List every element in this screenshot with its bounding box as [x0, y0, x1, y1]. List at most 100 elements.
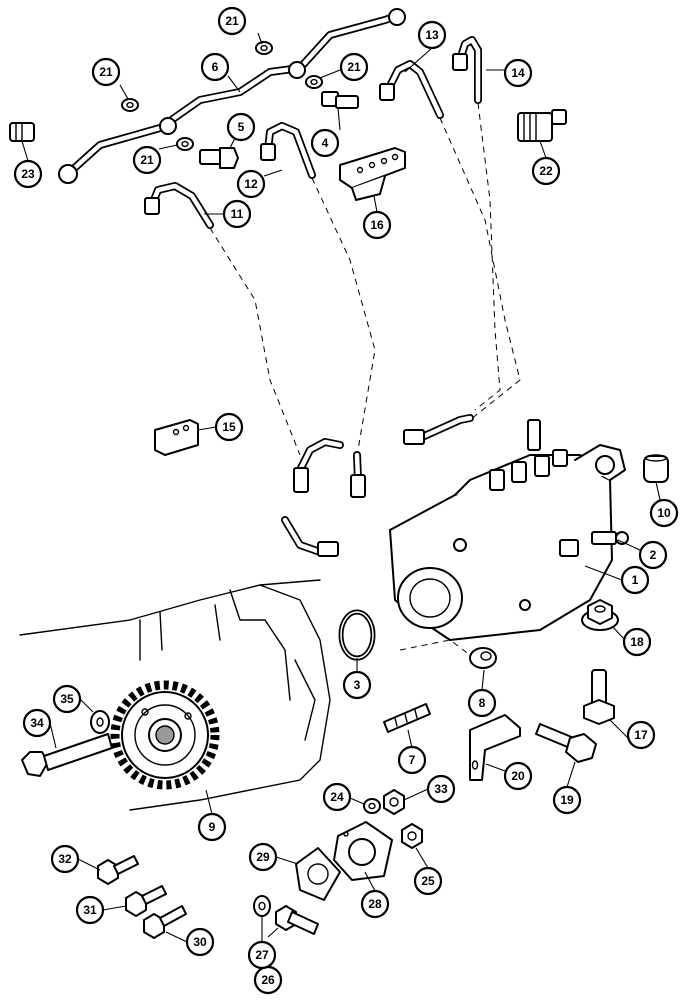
callout-35: 35 — [52, 684, 82, 714]
callout-21-right-label: 21 — [347, 60, 361, 74]
callout-12: 12 — [236, 169, 266, 199]
banjo-fitting-2 — [591, 531, 629, 545]
callout-25: 25 — [413, 866, 443, 896]
callout-4-label: 4 — [322, 136, 329, 150]
pipe-lower-ends — [281, 414, 474, 557]
callout-32-label: 32 — [58, 852, 72, 866]
washer-27 — [253, 895, 271, 917]
injector-pipe-6 — [58, 8, 406, 184]
callout-27-label: 27 — [255, 948, 269, 962]
callout-21-center-label: 21 — [140, 153, 154, 167]
callout-14-label: 14 — [511, 66, 525, 80]
callout-29-label: 29 — [256, 850, 270, 864]
callout-leaders — [21, 32, 661, 943]
callout-7-label: 7 — [409, 753, 416, 767]
plug-23 — [9, 122, 35, 142]
callout-33-label: 33 — [434, 782, 448, 796]
callout-8: 8 — [467, 688, 497, 718]
callout-11: 11 — [222, 199, 252, 229]
callout-17: 17 — [626, 720, 656, 750]
washer-24 — [363, 798, 381, 814]
callout-12-label: 12 — [244, 177, 258, 191]
callout-13-label: 13 — [425, 28, 439, 42]
washer-21-left — [121, 98, 139, 112]
callout-23: 23 — [13, 159, 43, 189]
injection-pump-1 — [389, 419, 626, 641]
callout-2-label: 2 — [650, 548, 657, 562]
callout-1: 1 — [620, 565, 650, 595]
callout-23-label: 23 — [21, 167, 35, 181]
timing-gear-9 — [110, 680, 220, 790]
bolt-31 — [125, 885, 167, 917]
callout-18: 18 — [622, 627, 652, 657]
nut-33 — [383, 789, 405, 815]
callout-20-label: 20 — [511, 769, 525, 783]
injector-pipe-14 — [452, 36, 501, 411]
engine-front-housing — [19, 579, 331, 811]
callout-4: 4 — [310, 128, 340, 158]
callout-5-label: 5 — [238, 120, 245, 134]
clamp-15 — [154, 419, 199, 456]
bolt-19 — [535, 723, 597, 763]
callout-8-label: 8 — [479, 696, 486, 710]
cover-plate-28 — [333, 821, 393, 881]
fitting-5 — [199, 147, 239, 169]
callout-6: 6 — [200, 52, 230, 82]
callout-18-label: 18 — [630, 635, 644, 649]
callout-28-label: 28 — [368, 897, 382, 911]
callout-34: 34 — [22, 708, 52, 738]
callout-9: 9 — [197, 812, 227, 842]
callout-10-label: 10 — [657, 506, 671, 520]
callout-17-label: 17 — [634, 728, 648, 742]
bolt-26 — [275, 905, 319, 935]
callout-3-label: 3 — [354, 678, 361, 692]
callout-19: 19 — [552, 785, 582, 815]
callout-21-right: 21 — [339, 52, 369, 82]
bolt-17 — [583, 669, 615, 725]
sensor-22 — [517, 109, 567, 142]
pump-alignment-line — [399, 639, 471, 656]
injector-pipe-11 — [144, 182, 301, 456]
callout-30: 30 — [185, 927, 215, 957]
callout-22-label: 22 — [539, 164, 553, 178]
callout-19-label: 19 — [560, 793, 574, 807]
clamp-16 — [339, 147, 406, 201]
callout-33: 33 — [426, 774, 456, 804]
callout-26-label: 26 — [261, 973, 275, 987]
callout-10: 10 — [649, 498, 679, 528]
flange-nut-18 — [581, 599, 619, 631]
callout-6-label: 6 — [212, 60, 219, 74]
callout-14: 14 — [503, 58, 533, 88]
stud-7 — [383, 703, 431, 733]
callout-24: 24 — [322, 782, 352, 812]
callout-7: 7 — [397, 745, 427, 775]
callout-1-label: 1 — [632, 573, 639, 587]
banjo-bolt-4 — [321, 91, 359, 109]
callout-32: 32 — [50, 844, 80, 874]
callout-11-label: 11 — [231, 207, 244, 221]
callout-22: 22 — [531, 156, 561, 186]
callout-2: 2 — [638, 540, 668, 570]
callout-5: 5 — [226, 112, 256, 142]
callout-26: 26 — [253, 965, 283, 995]
callout-21-center: 21 — [132, 145, 162, 175]
sleeve-10 — [643, 454, 669, 483]
callout-31: 31 — [75, 895, 105, 925]
washer-21-right — [305, 75, 323, 89]
bolt-34 — [21, 733, 113, 777]
callout-27: 27 — [247, 940, 277, 970]
callout-16: 16 — [362, 210, 392, 240]
callout-34-label: 34 — [30, 716, 44, 730]
nut-25 — [401, 823, 423, 849]
callout-31-label: 31 — [83, 903, 97, 917]
callout-21-left-label: 21 — [99, 65, 113, 79]
bolt-32 — [97, 855, 139, 885]
bolt-30 — [143, 905, 187, 939]
callout-35-label: 35 — [60, 692, 74, 706]
callout-15: 15 — [214, 412, 244, 442]
callout-3: 3 — [342, 670, 372, 700]
callout-13: 13 — [417, 20, 447, 50]
callout-30-label: 30 — [193, 935, 207, 949]
nut-8 — [469, 647, 497, 669]
